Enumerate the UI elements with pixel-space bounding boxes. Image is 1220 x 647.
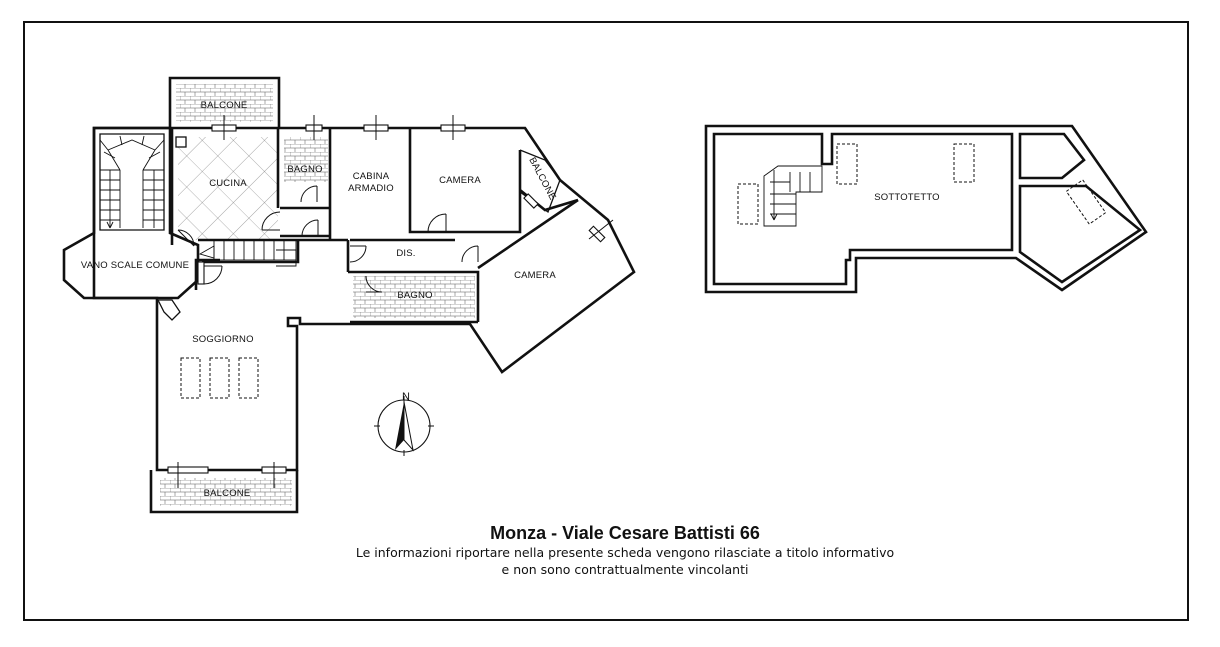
soggiorno-corner <box>156 299 181 321</box>
balcone-bottom-floor <box>160 478 292 506</box>
label-camera-top: CAMERA <box>439 175 481 186</box>
label-bagno-bottom: BAGNO <box>397 290 432 301</box>
skylights-soggiorno <box>180 357 259 399</box>
caption-line-1: Le informazioni riportare nella presente… <box>355 545 895 560</box>
caption-line-2: e non sono contrattualmente vincolanti <box>501 562 749 577</box>
interior-walls-top <box>170 128 579 245</box>
cucina-floor <box>178 137 278 240</box>
bagno-bottom-floor <box>353 276 475 318</box>
label-cabina: CABINA <box>353 171 390 182</box>
balcone-side-wall <box>519 149 561 214</box>
caption-title: Monza - Viale Cesare Battisti 66 <box>490 523 760 543</box>
main-floor-plan <box>62 76 636 514</box>
common-stair <box>99 135 165 229</box>
label-balcone-top: BALCONE <box>201 100 248 111</box>
north-arrow-icon: N <box>374 391 434 456</box>
attic-outer-wall <box>704 124 1148 294</box>
bagno-top-floor <box>284 137 328 182</box>
attic-stair <box>763 165 823 227</box>
windows <box>167 115 614 488</box>
label-bagno-top: BAGNO <box>287 164 322 175</box>
label-soggiorno: SOGGIORNO <box>192 334 253 345</box>
kitchen-pillar <box>175 136 187 148</box>
drawing-frame <box>23 21 1189 621</box>
label-balcone-side: BALCONE <box>526 156 558 202</box>
label-sottotetto: SOTTOTETTO <box>874 192 940 203</box>
attic-floor-plan <box>704 124 1148 294</box>
label-dis: DIS. <box>396 248 415 259</box>
north-label: N <box>402 391 410 403</box>
caption-block: Monza - Viale Cesare Battisti 66 Le info… <box>260 522 990 578</box>
balcone-bottom-wall <box>149 470 299 514</box>
label-camera-right: CAMERA <box>514 270 556 281</box>
label-balcone-bottom: BALCONE <box>204 488 251 499</box>
interior-walls-stair <box>194 240 300 290</box>
label-vano-scale: VANO SCALE COMUNE <box>81 260 189 271</box>
stair-well <box>99 133 165 231</box>
balcone-top-wall <box>168 76 281 128</box>
private-stair <box>198 239 297 267</box>
attic-small-room-bottom <box>1018 184 1143 284</box>
label-armadio: ARMADIO <box>348 183 394 194</box>
label-cucina: CUCINA <box>209 178 247 189</box>
skylights-attic <box>737 143 1107 225</box>
door-swings <box>177 185 479 293</box>
attic-small-room-top <box>1018 132 1086 180</box>
vano-scale-wall <box>62 126 200 300</box>
attic-main-room <box>712 132 1014 286</box>
